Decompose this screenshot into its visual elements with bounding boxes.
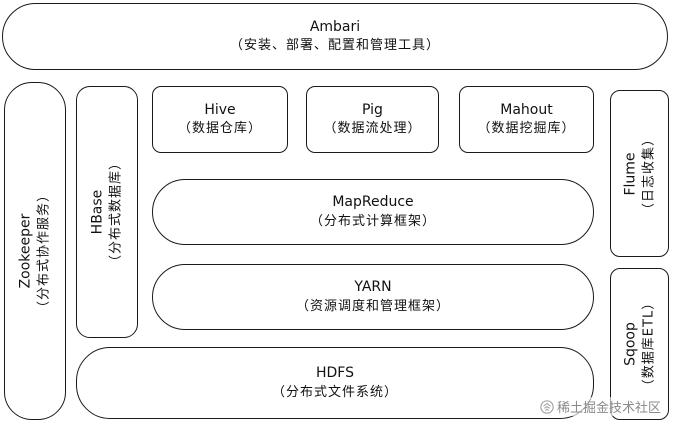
watermark: 稀土掘金技术社区 — [539, 397, 661, 416]
hive-desc: （数据仓库） — [177, 121, 262, 137]
zookeeper-desc: （分布式协作服务） — [36, 187, 52, 315]
hive-box: Hive （数据仓库） — [152, 86, 288, 153]
juejin-logo-icon — [540, 399, 554, 414]
flume-name: Flume — [621, 151, 638, 196]
mapreduce-box: MapReduce （分布式计算框架） — [152, 179, 594, 245]
zookeeper-box: Zookeeper （分布式协作服务） — [4, 82, 66, 420]
hbase-box: HBase （分布式数据库） — [76, 86, 138, 338]
watermark-text: 稀土掘金技术社区 — [556, 401, 661, 416]
ambari-box: Ambari （安装、部署、配置和管理工具） — [2, 3, 668, 70]
zookeeper-name: Zookeeper — [17, 213, 34, 289]
yarn-box: YARN （资源调度和管理框架） — [152, 264, 594, 330]
flume-desc: （日志收集） — [641, 131, 657, 216]
mapreduce-name: MapReduce — [332, 194, 414, 211]
sqoop-desc: （数据库ETL） — [641, 295, 657, 393]
flume-box: Flume （日志收集） — [610, 90, 669, 257]
hbase-desc: （分布式数据库） — [108, 155, 124, 269]
hdfs-name: HDFS — [315, 365, 354, 382]
mapreduce-desc: （分布式计算框架） — [309, 213, 436, 229]
hdfs-box: HDFS （分布式文件系统） — [76, 347, 594, 419]
pig-name: Pig — [362, 101, 383, 118]
mahout-box: Mahout （数据挖掘库） — [459, 86, 594, 153]
mahout-desc: （数据挖掘库） — [477, 121, 576, 137]
yarn-desc: （资源调度和管理框架） — [295, 298, 450, 314]
hive-name: Hive — [204, 101, 236, 118]
sqoop-box: Sqoop （数据库ETL） — [610, 268, 669, 420]
mahout-name: Mahout — [500, 101, 553, 118]
pig-box: Pig （数据流处理） — [306, 86, 439, 153]
yarn-name: YARN — [354, 279, 392, 296]
ambari-name: Ambari — [309, 18, 361, 35]
pig-desc: （数据流处理） — [323, 121, 422, 137]
hbase-name: HBase — [89, 189, 106, 235]
hdfs-desc: （分布式文件系统） — [271, 384, 398, 400]
ambari-desc: （安装、部署、配置和管理工具） — [229, 38, 440, 54]
sqoop-name: Sqoop — [621, 322, 638, 366]
